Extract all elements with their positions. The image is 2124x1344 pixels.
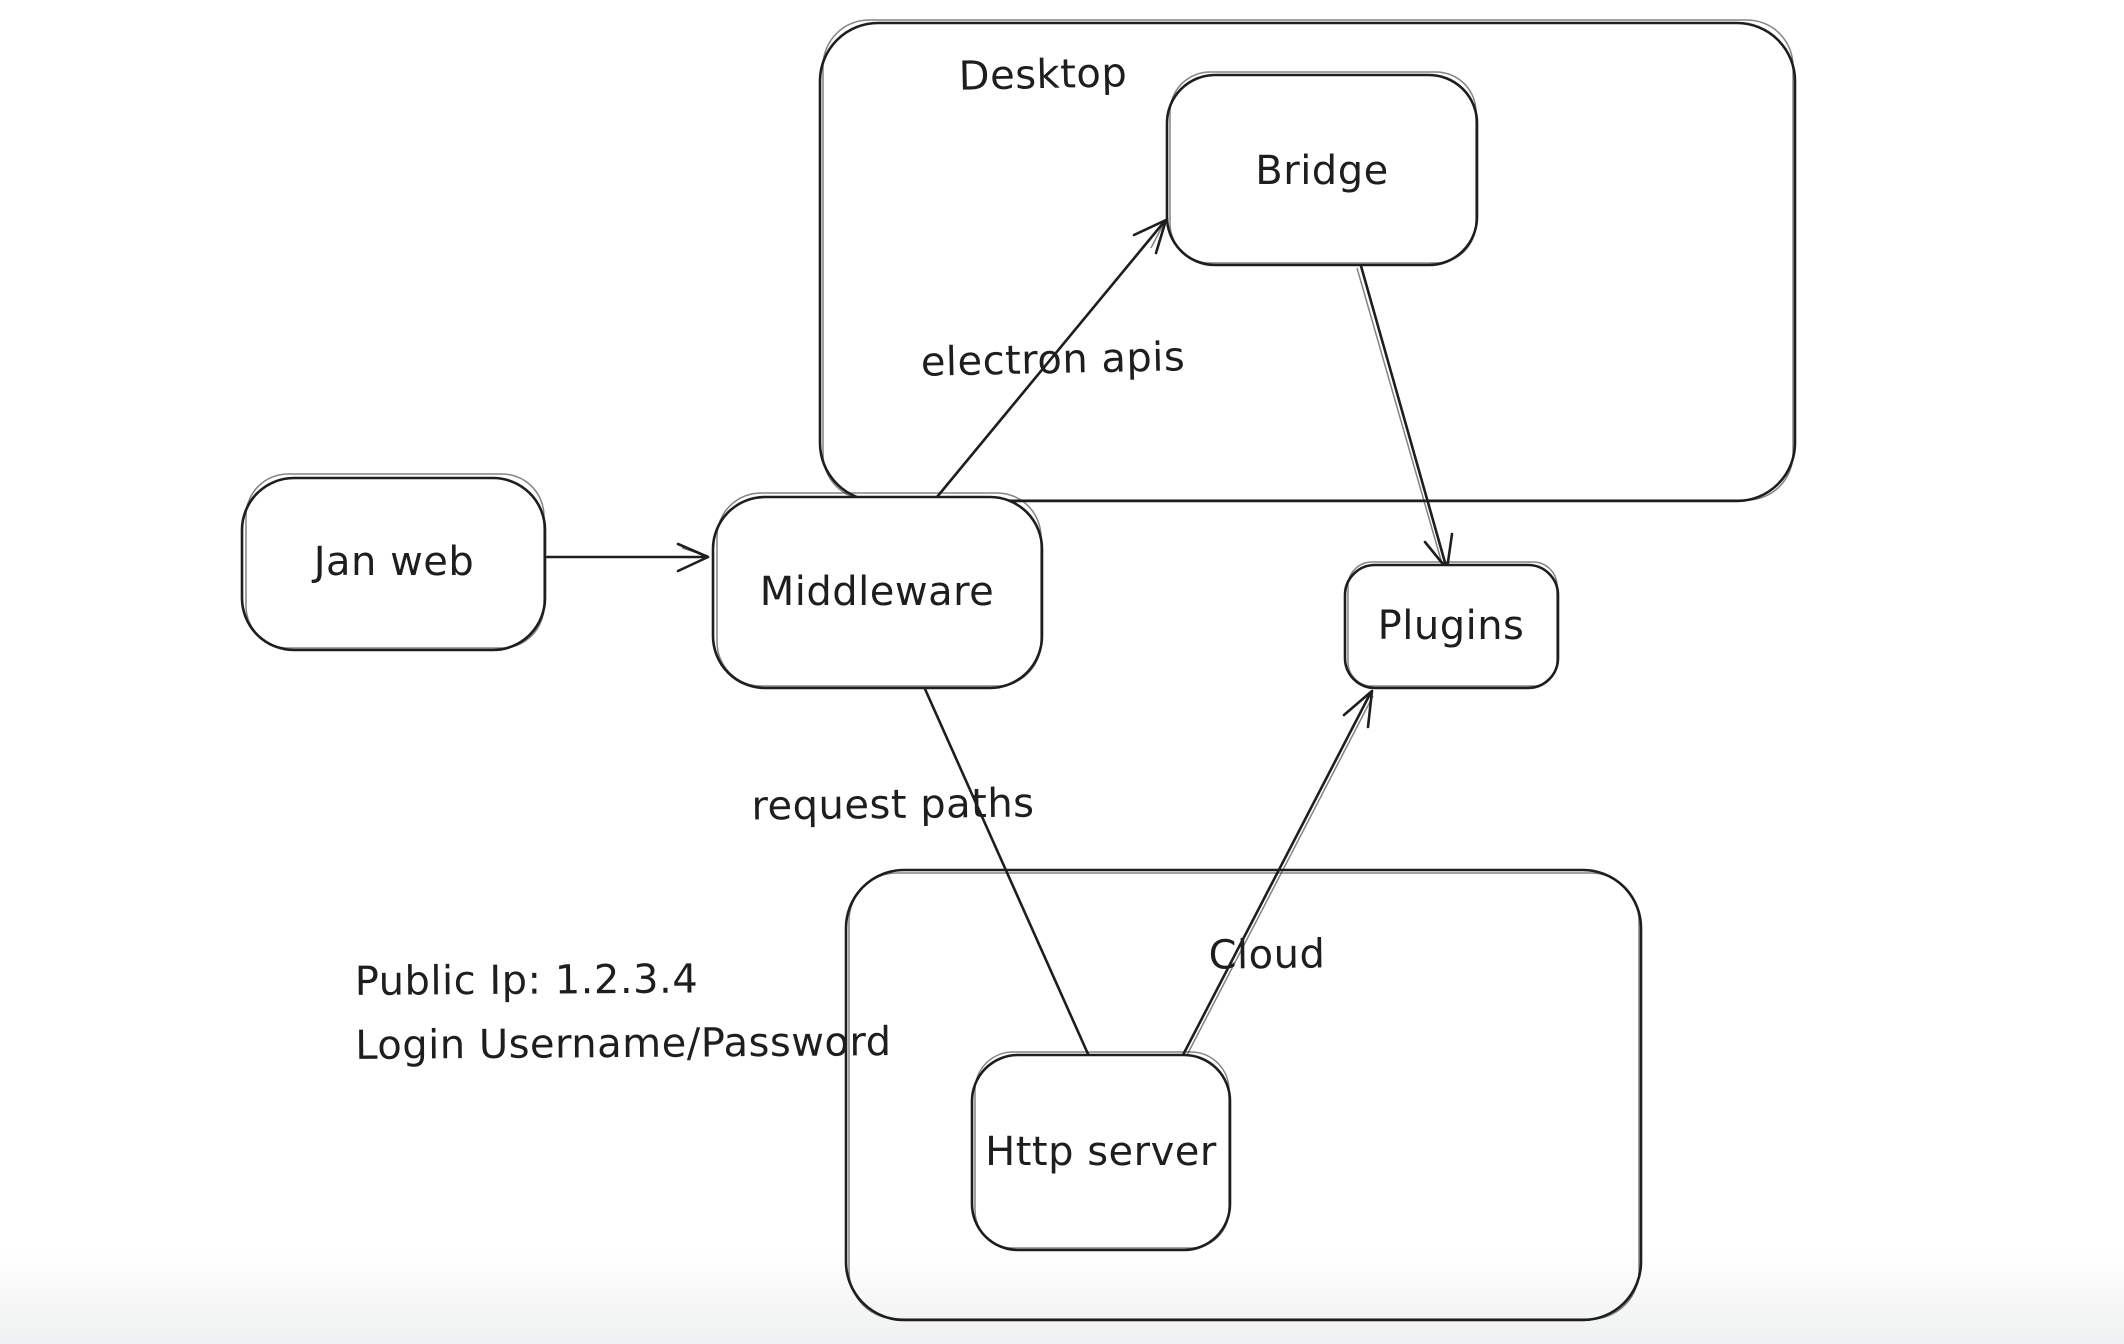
node-jan-web-box[interactable] <box>240 473 547 652</box>
node-label-bridge[interactable]: Bridge <box>1255 148 1389 194</box>
arrowhead-into-plugins-bottom <box>1342 689 1374 729</box>
container-label-desktop[interactable]: Desktop <box>958 50 1128 100</box>
edge-label-electron-apis[interactable]: electron apis <box>920 334 1186 386</box>
edge-bridge-to-plugins[interactable] <box>1356 264 1454 571</box>
edge-middleware-to-bridge[interactable] <box>935 218 1168 499</box>
annotation-line-login: Login Username/Password <box>355 1019 892 1069</box>
edge-label-request-paths[interactable]: request paths <box>751 780 1035 830</box>
container-cloud-box[interactable] <box>844 868 1643 1322</box>
node-label-jan-web[interactable]: Jan web <box>313 539 475 585</box>
node-label-plugins[interactable]: Plugins <box>1377 603 1525 649</box>
node-bridge-box[interactable] <box>1165 71 1479 267</box>
node-label-http-server[interactable]: Http server <box>985 1129 1217 1175</box>
arrowhead-into-bridge <box>1132 218 1168 255</box>
node-middleware-box[interactable] <box>711 492 1044 690</box>
container-desktop-box[interactable] <box>818 19 1797 503</box>
edge-middleware-to-http-server[interactable] <box>923 687 1090 1068</box>
node-plugins-box[interactable] <box>1343 561 1560 690</box>
container-label-cloud[interactable]: Cloud <box>1208 931 1326 979</box>
annotation-credentials[interactable]: Public Ip: 1.2.3.4 Login Username/Passwo… <box>355 946 892 1078</box>
edge-http-server-to-plugins[interactable] <box>1181 689 1374 1058</box>
annotation-line-public-ip: Public Ip: 1.2.3.4 <box>354 956 699 1005</box>
node-http-server-box[interactable] <box>970 1051 1232 1252</box>
edge-jan-web-to-middleware[interactable] <box>545 542 710 573</box>
node-label-middleware[interactable]: Middleware <box>759 569 995 615</box>
